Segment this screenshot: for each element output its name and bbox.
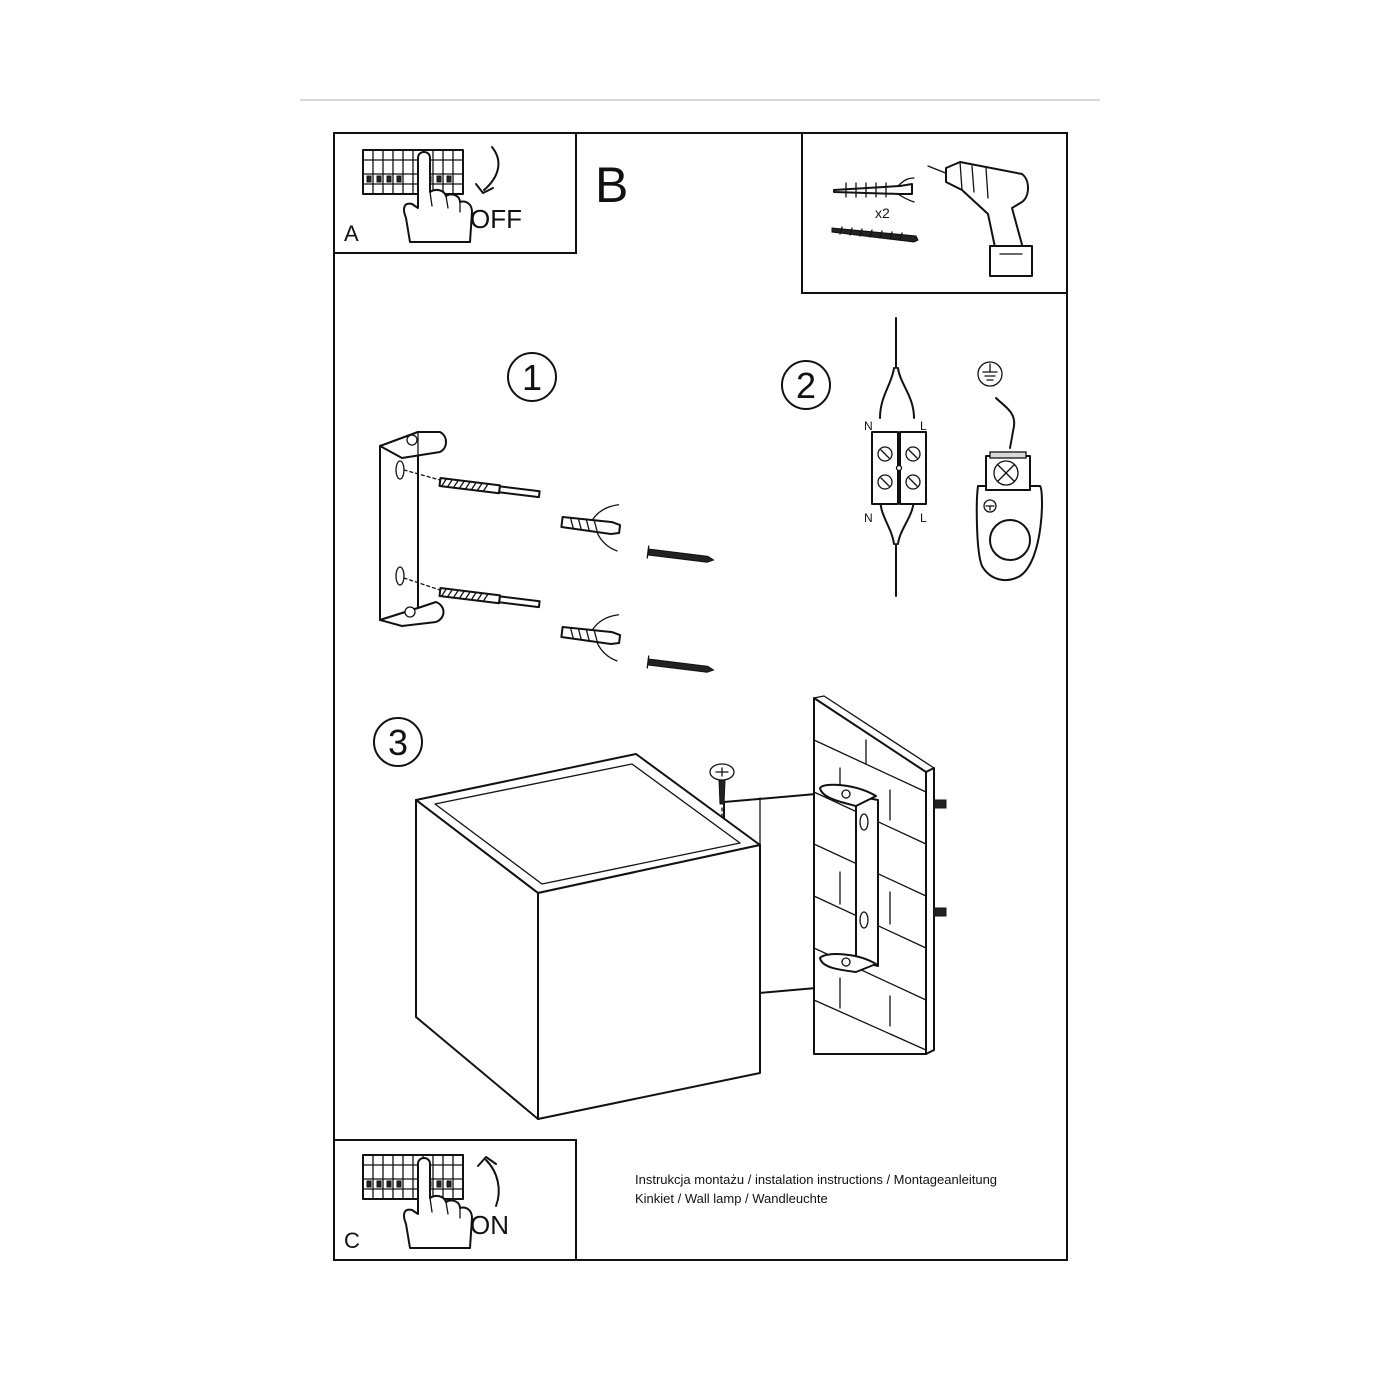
caption-line-2: Kinkiet / Wall lamp / Wandleuchte xyxy=(635,1191,828,1206)
panel-a-action: OFF xyxy=(470,204,522,234)
plug-count: x2 xyxy=(875,205,890,221)
arrow-up-icon xyxy=(477,1156,500,1207)
terminal-block-illustration: N L N L xyxy=(864,317,927,597)
fixing-screw-icon xyxy=(709,763,735,821)
bolt-lower xyxy=(403,577,715,677)
screw-icon xyxy=(831,226,919,243)
label-n-top: N xyxy=(864,419,873,433)
drill-icon xyxy=(927,161,1033,277)
panel-c-letter: C xyxy=(344,1228,360,1253)
step-1-badge: 1 xyxy=(507,352,557,402)
svg-text:2: 2 xyxy=(796,365,816,406)
wall-plug-icon xyxy=(833,177,915,203)
panel-a-letter: A xyxy=(344,221,359,246)
tools-panel: x2 xyxy=(801,132,1068,294)
svg-text:3: 3 xyxy=(388,722,408,763)
panel-c: C ON xyxy=(333,1139,577,1261)
panel-b-letter: B xyxy=(595,157,628,213)
main-frame xyxy=(333,132,1068,1261)
bolt-upper xyxy=(403,469,715,567)
svg-text:1: 1 xyxy=(522,357,542,398)
panel-a: A OFF xyxy=(333,132,577,254)
arrow-down-icon xyxy=(475,146,500,194)
ground-symbol-icon xyxy=(977,361,1003,387)
caption-line-1: Instrukcja montażu / instalation instruc… xyxy=(635,1172,997,1187)
wall-lamp-illustration xyxy=(415,695,947,1120)
step-2-badge: 2 xyxy=(781,360,831,410)
mounting-bracket-illustration xyxy=(379,431,447,627)
label-n-bottom: N xyxy=(864,511,873,525)
label-l-top: L xyxy=(920,419,927,433)
panel-c-action: ON xyxy=(470,1210,509,1240)
ground-terminal-illustration xyxy=(975,361,1043,582)
step-3-badge: 3 xyxy=(373,717,423,767)
label-l-bottom: L xyxy=(920,511,927,525)
